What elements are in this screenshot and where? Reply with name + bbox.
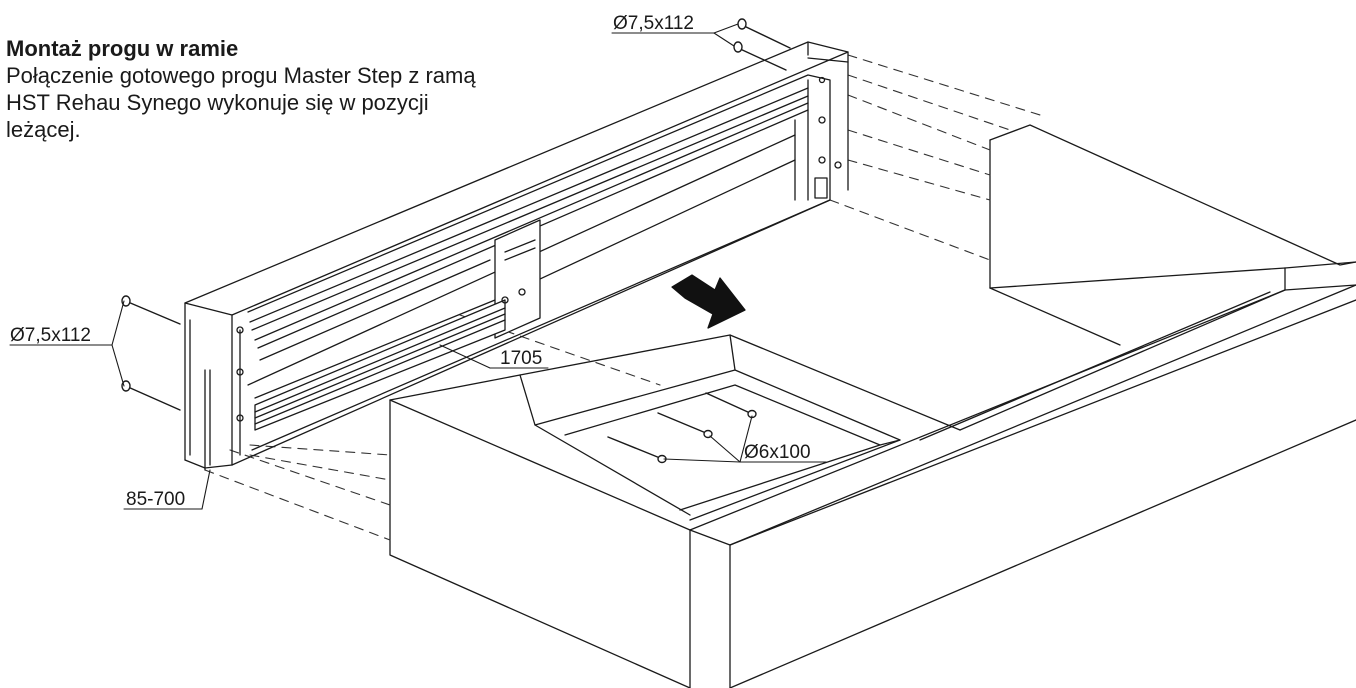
screws: [121, 18, 791, 464]
label-floor-screws: Ø6x100: [744, 442, 811, 463]
dimension-labels: Ø7,5x112 Ø7,5x112 1705 85-700 Ø6x100: [10, 13, 811, 510]
label-profile-length: 1705: [500, 348, 542, 369]
direction-arrow: [671, 274, 746, 329]
alignment-lines: [204, 54, 1041, 541]
description-line-2: HST Rehau Synego wykonuje się w pozycji: [6, 90, 429, 115]
label-screw-top: Ø7,5x112: [613, 13, 694, 34]
instruction-text: Montaż progu w ramie Połączenie gotowego…: [6, 36, 606, 143]
leader-lines: [9, 23, 827, 510]
floor-frame: [389, 124, 1356, 688]
description-line-3: leżącej.: [6, 117, 81, 142]
label-profile-code: 85-700: [126, 489, 185, 510]
diagram-heading: Montaż progu w ramie: [6, 36, 239, 61]
threshold-profile: [184, 41, 849, 471]
diagram-description: Połączenie gotowego progu Master Step z …: [6, 62, 606, 143]
label-screw-left: Ø7,5x112: [10, 325, 91, 346]
description-line-1: Połączenie gotowego progu Master Step z …: [6, 63, 476, 88]
